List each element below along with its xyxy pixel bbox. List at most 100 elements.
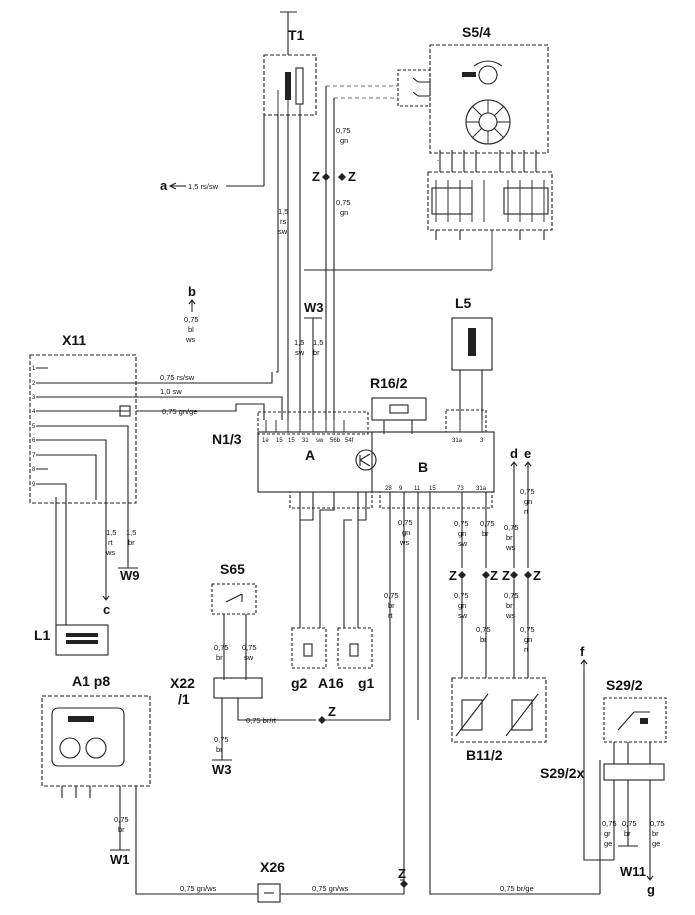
wire-label: rs bbox=[280, 217, 286, 226]
wire-label: 1,5 bbox=[126, 528, 136, 537]
wire-label: 0,75 bbox=[214, 735, 229, 744]
wire-label: 0,75 gn/ws bbox=[180, 884, 217, 893]
wire-label: 15 bbox=[288, 438, 295, 444]
wire-label: sw bbox=[458, 611, 468, 620]
wire-label: 0,75 bbox=[336, 126, 351, 135]
wire-label: 28 bbox=[385, 486, 392, 492]
wire-label: rt bbox=[108, 538, 113, 547]
wire-label: ws bbox=[399, 538, 409, 547]
ref-g: g bbox=[646, 872, 655, 897]
wire-label: rt bbox=[524, 645, 529, 654]
wire-label: b bbox=[188, 284, 196, 299]
wire-label: 0,75 bbox=[454, 591, 469, 600]
wire-label: Z bbox=[502, 568, 510, 583]
wire-label: gn bbox=[340, 136, 348, 145]
wire-label: g2 bbox=[291, 675, 308, 691]
wire-label: ge bbox=[652, 839, 660, 848]
wire-label: W11 bbox=[620, 864, 646, 879]
component-s29-2: S29/2 S29/2x 0,75 gr ge 0,75 br 0,75 br … bbox=[540, 677, 667, 872]
wire-label: 0,75 bbox=[602, 819, 617, 828]
wire-label: 31 bbox=[302, 438, 309, 444]
wire-label: ws bbox=[505, 543, 515, 552]
wire-label: 0,75 bbox=[520, 625, 535, 634]
wire-label: rt bbox=[388, 611, 393, 620]
a1-p8-label: A1 p8 bbox=[72, 673, 110, 689]
r16-2-label: R16/2 bbox=[370, 375, 408, 391]
t1-label: T1 bbox=[288, 27, 305, 43]
ref-f: f bbox=[580, 644, 614, 861]
ground-w9: W9 bbox=[118, 560, 140, 583]
wire-label: 0,75 bbox=[398, 518, 413, 527]
wire-label: 1 bbox=[32, 366, 36, 372]
wire-label: 1,5 bbox=[106, 528, 116, 537]
component-g2: g2 bbox=[291, 627, 327, 691]
wire-label: /1 bbox=[178, 691, 190, 707]
wire-label: 0,75 bbox=[454, 519, 469, 528]
component-l1: L1 bbox=[34, 624, 109, 656]
wire-label: br bbox=[482, 529, 489, 538]
s65-label: S65 bbox=[220, 561, 245, 577]
wire-label: 31a bbox=[452, 438, 463, 444]
wire-label: 1,5 bbox=[313, 338, 323, 347]
l5-label: L5 bbox=[455, 295, 472, 311]
wire-label: 0,75 br/ge bbox=[500, 884, 534, 893]
s29-2-label: S29/2 bbox=[606, 677, 643, 693]
wire-label: a bbox=[160, 178, 168, 193]
wire-label: 54f bbox=[345, 438, 354, 444]
component-x22-1: X22 /1 0,75 br/rt Z 0,75 br bbox=[170, 675, 336, 760]
wire-label: 0,75 bbox=[480, 519, 495, 528]
wire-label: br bbox=[506, 533, 513, 542]
wire-label: 56b bbox=[330, 438, 341, 444]
wire-label: g bbox=[647, 882, 655, 897]
wire-label: br bbox=[216, 745, 223, 754]
wire-label: gn bbox=[524, 635, 532, 644]
wire-label: gn bbox=[340, 208, 348, 217]
l1-label: L1 bbox=[34, 627, 51, 643]
wire-label: 5 bbox=[32, 424, 36, 430]
wire-label: 6 bbox=[32, 438, 36, 444]
component-g1: g1 bbox=[337, 627, 375, 691]
ref-c: c bbox=[102, 560, 110, 617]
component-s5-4: S5/4 - bbox=[397, 24, 553, 270]
wire-label: sw bbox=[316, 438, 324, 444]
wire-label: 0,75 br/rt bbox=[246, 716, 277, 725]
wire-label: br bbox=[480, 635, 487, 644]
s5-4-label: S5/4 bbox=[462, 24, 491, 40]
wire-label: - bbox=[437, 158, 439, 164]
n1-3-label: N1/3 bbox=[212, 431, 242, 447]
wire-label: gn bbox=[458, 529, 466, 538]
junction-z-mid: Z Z Z Z bbox=[449, 568, 541, 583]
wire-label: 1,0 sw bbox=[160, 387, 182, 396]
b11-2-label: B11/2 bbox=[466, 747, 503, 763]
x11-label: X11 bbox=[62, 332, 86, 348]
wire-label: ge bbox=[604, 839, 612, 848]
ground-w11: W11 bbox=[618, 845, 646, 879]
wire-label: 0,75 bbox=[520, 487, 535, 496]
wire-label: 7 bbox=[32, 453, 36, 459]
wire-label: 11 bbox=[414, 486, 421, 492]
wire-label: 0,75 bbox=[114, 815, 129, 824]
wire-label: 15 bbox=[276, 438, 283, 444]
component-b11-2: B11/2 bbox=[451, 677, 547, 763]
wire-label: br bbox=[506, 601, 513, 610]
wire-label: gn bbox=[402, 528, 410, 537]
wire-label: 0,75 bbox=[504, 591, 519, 600]
wire-label: br bbox=[313, 348, 320, 357]
wire-label: sw bbox=[244, 653, 254, 662]
wire-label: Z bbox=[533, 568, 541, 583]
wire-label: ws bbox=[105, 548, 115, 557]
wire-label: br bbox=[216, 653, 223, 662]
ref-d-e: d e 0,75 gn rt 0,75 br ws bbox=[504, 446, 535, 568]
wire-label: gr bbox=[604, 829, 611, 838]
wire-label: Z bbox=[398, 866, 406, 881]
wire-label: rt bbox=[524, 507, 529, 516]
wire-label: sw bbox=[278, 227, 288, 236]
wire-label: W9 bbox=[120, 568, 140, 583]
wire-label: Z bbox=[328, 704, 336, 719]
wire-label: 0,75 gn/ws bbox=[312, 884, 349, 893]
wire-label: ws bbox=[505, 611, 515, 620]
wire-label: 0,75 bbox=[336, 198, 351, 207]
wire-label: X22 bbox=[170, 675, 195, 691]
component-x11: X11 123 456 789 bbox=[29, 332, 137, 504]
